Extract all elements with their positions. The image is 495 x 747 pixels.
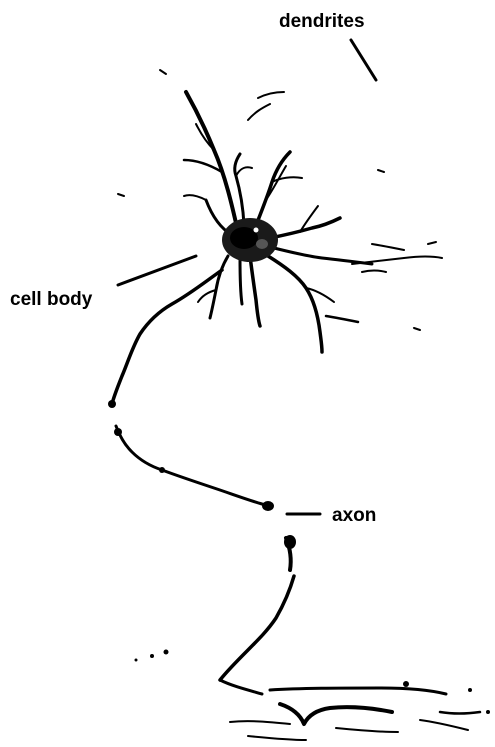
dendrite xyxy=(258,92,284,98)
axon-process xyxy=(112,270,480,740)
dendrite xyxy=(236,167,252,176)
axon-terminal xyxy=(440,712,480,714)
dendrite xyxy=(326,316,358,322)
axon-terminal xyxy=(336,728,398,732)
dendrite xyxy=(184,160,222,172)
dendrite-fragment xyxy=(160,70,166,74)
dendrite xyxy=(210,256,228,318)
axon-segment xyxy=(112,270,222,404)
dendrite xyxy=(352,257,442,265)
varicosity xyxy=(262,501,274,511)
dendrite xyxy=(362,271,386,273)
cell-body-label: cell body xyxy=(10,290,92,309)
dendrites-label: dendrites xyxy=(279,12,365,31)
axon-terminal xyxy=(230,721,290,724)
dendrite-fragment xyxy=(378,170,384,172)
varicosity xyxy=(284,535,296,549)
leader-lines xyxy=(118,40,376,514)
dendrite xyxy=(372,244,404,250)
cell-body-leader-line xyxy=(118,256,196,285)
dendrite xyxy=(250,256,260,326)
dendrites-leader-line xyxy=(351,40,376,80)
varicosity xyxy=(468,688,472,692)
soma-speck xyxy=(254,228,259,233)
dendrite xyxy=(274,248,372,264)
dendrite-fragment xyxy=(428,242,436,244)
axon-terminal xyxy=(270,688,446,694)
varicosity xyxy=(108,400,116,408)
varicosity xyxy=(135,659,138,662)
varicosity xyxy=(114,428,122,436)
dendrite-fragment xyxy=(118,194,124,196)
axon-varicosities xyxy=(108,400,490,714)
axon-terminal xyxy=(248,736,306,740)
axon-segment xyxy=(116,426,270,508)
soma-highlight xyxy=(256,239,268,249)
axon-segment xyxy=(220,680,262,694)
varicosity xyxy=(403,681,409,687)
dendrite xyxy=(248,104,270,120)
dendrite-fragment xyxy=(414,328,420,330)
dendrite-branches xyxy=(118,70,442,352)
varicosity xyxy=(486,710,490,714)
varicosity xyxy=(159,467,165,473)
dendrite xyxy=(184,195,206,200)
cell-body-soma xyxy=(222,218,278,262)
dendrite xyxy=(268,256,322,352)
varicosity xyxy=(164,650,169,655)
varicosity xyxy=(150,654,154,658)
dendrite xyxy=(235,154,244,225)
axon-label: axon xyxy=(332,506,376,525)
dendrite xyxy=(270,218,340,238)
dendrite xyxy=(240,258,242,304)
axon-segment xyxy=(220,576,294,680)
axon-terminal xyxy=(420,720,468,730)
axon-terminal xyxy=(280,704,392,724)
